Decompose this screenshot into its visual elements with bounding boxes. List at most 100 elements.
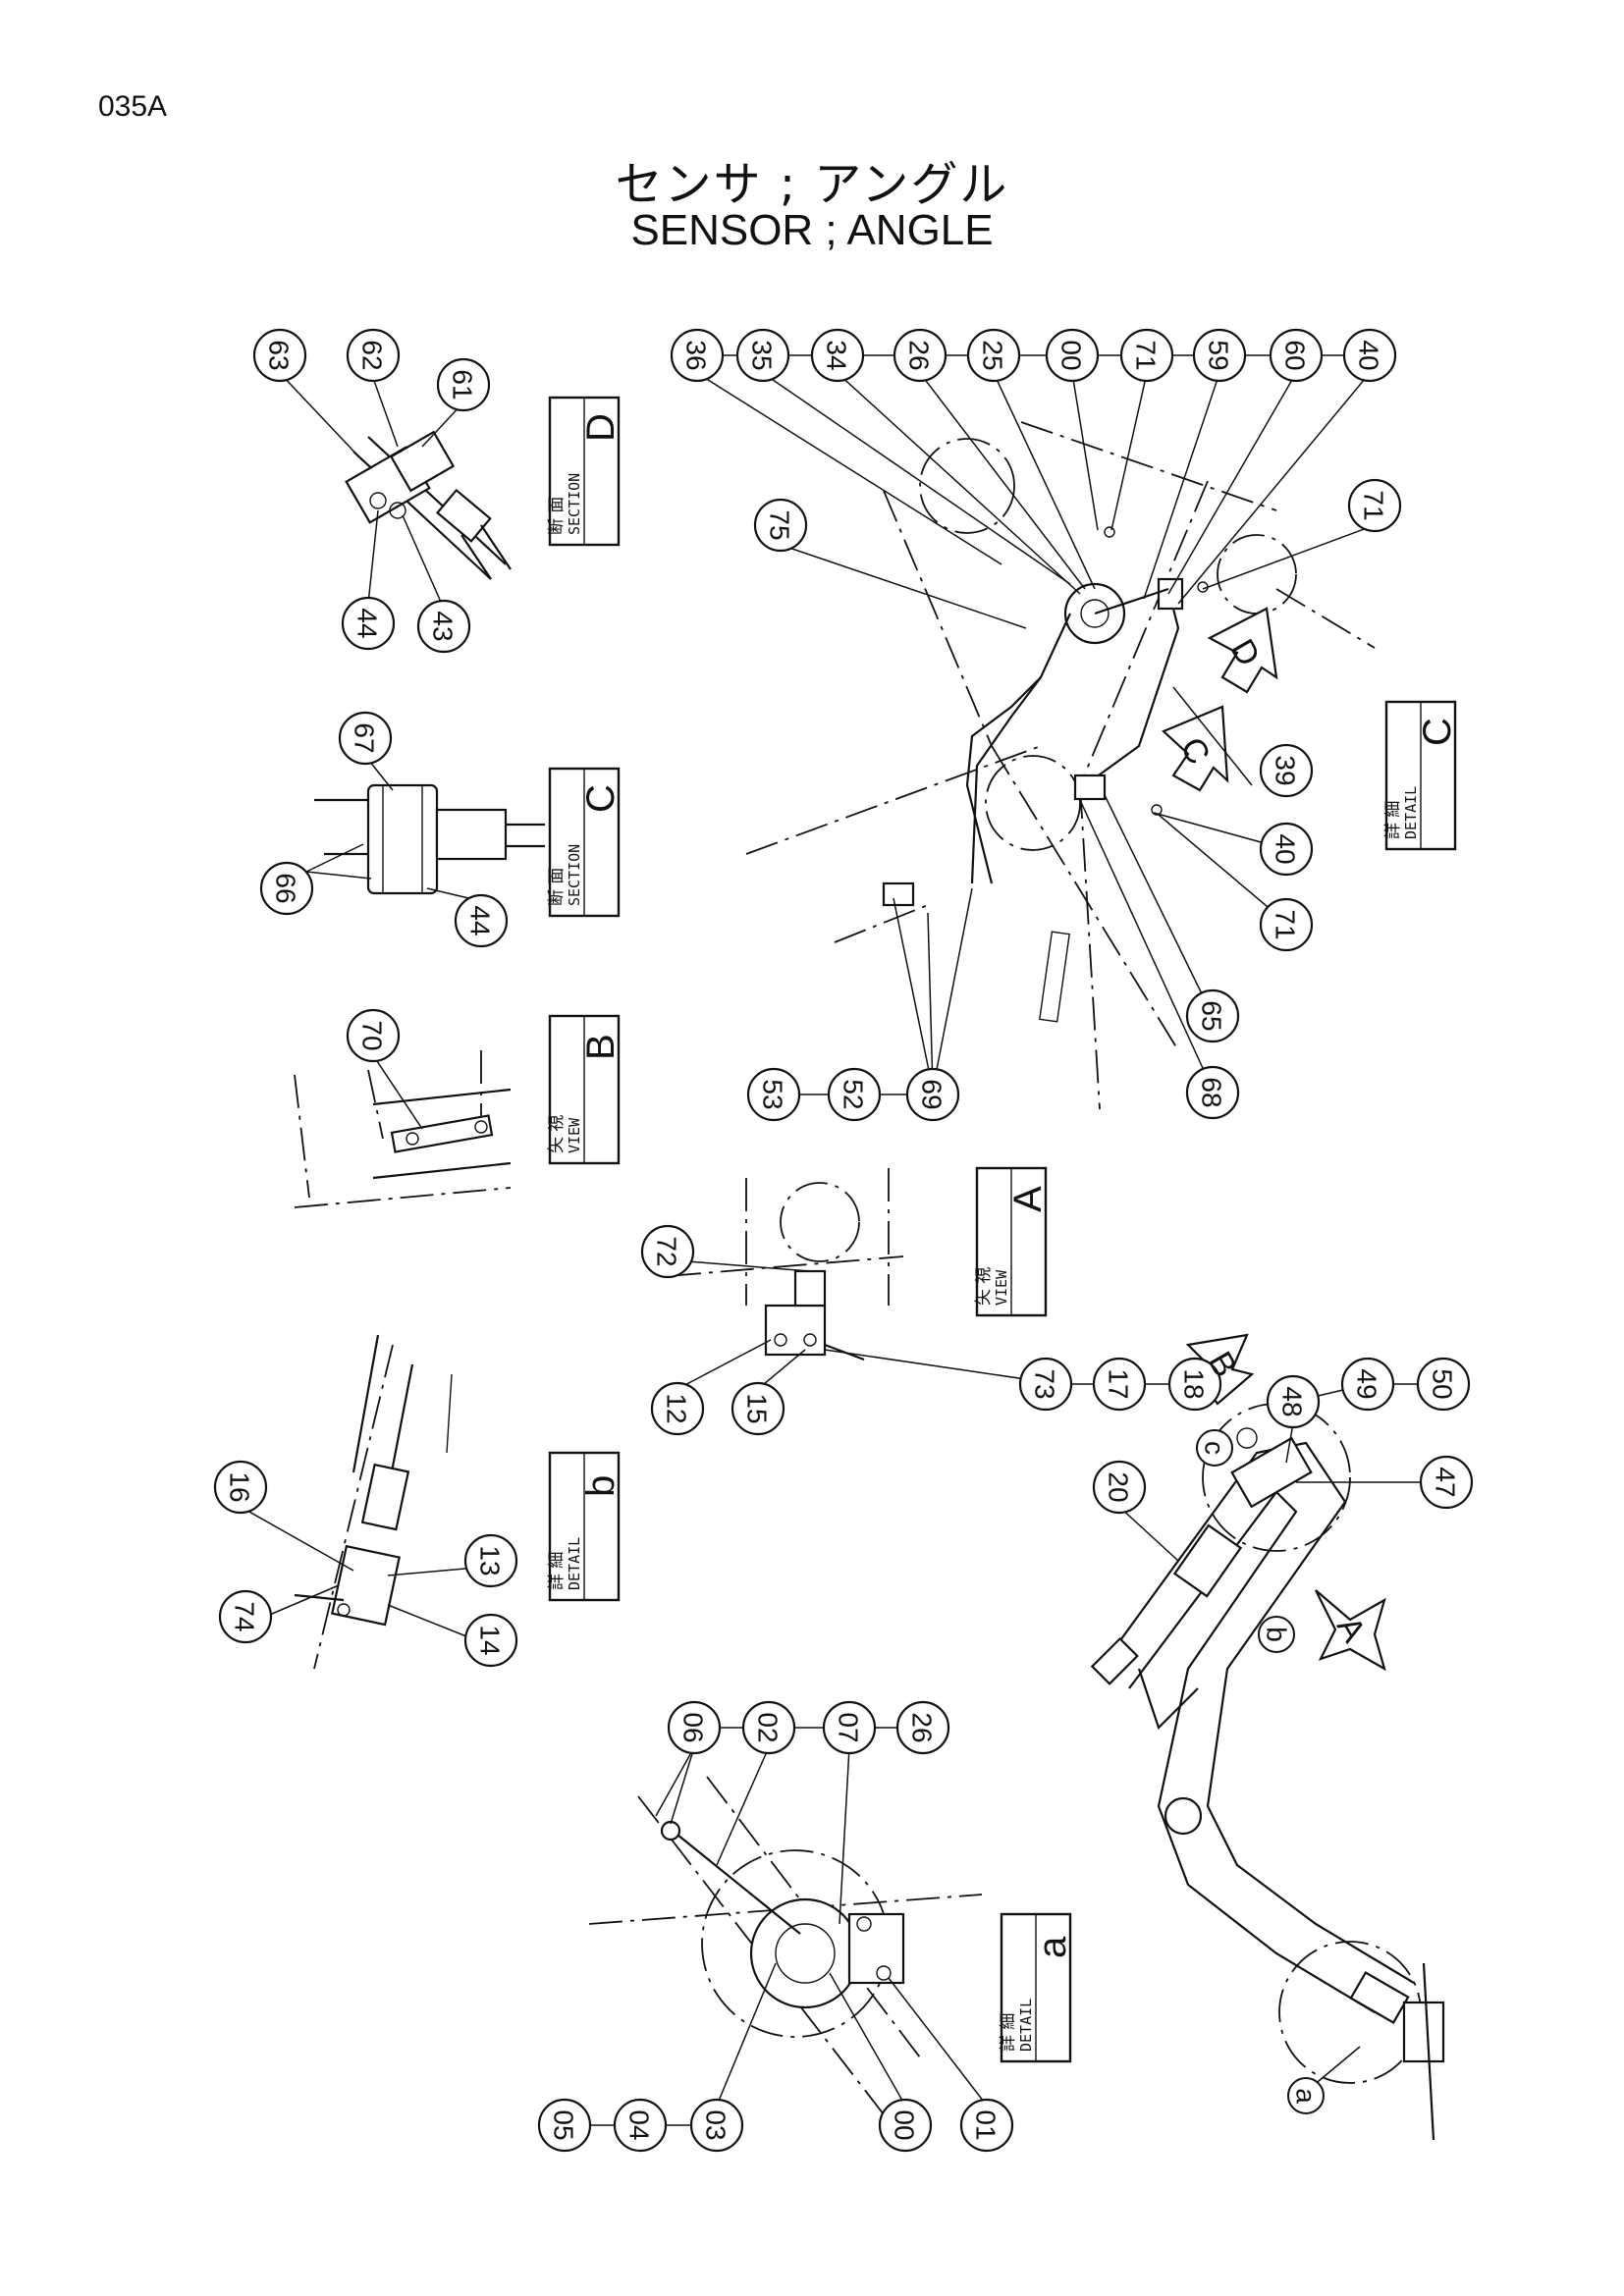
detail-marker-letter: b: [1262, 1627, 1292, 1642]
part-number: 44: [352, 608, 383, 638]
part-balloon: 07: [822, 1700, 877, 1755]
part-number: 48: [1277, 1386, 1308, 1416]
part-number: 34: [822, 340, 852, 370]
detail-c-leaders: [696, 372, 1376, 1091]
part-balloon: 44: [454, 893, 509, 948]
view-tag-japanese: 詳 細: [547, 1552, 567, 1590]
balloon-circle: [741, 1700, 796, 1755]
view-tag-japanese: 断 面: [547, 497, 567, 535]
detail-marker-letter: c: [1200, 1441, 1230, 1455]
part-number: 75: [765, 509, 795, 540]
part-balloon: 12: [650, 1381, 705, 1436]
balloon-circle: [959, 2098, 1014, 2153]
part-number: 05: [549, 2109, 579, 2140]
part-balloon: 18: [1167, 1357, 1222, 1412]
balloon-circle: [436, 357, 491, 412]
part-number: 62: [357, 340, 388, 370]
part-number: 50: [1428, 1368, 1458, 1399]
balloon-circle: [746, 1067, 801, 1122]
part-balloon: 48: [1266, 1374, 1321, 1429]
section-d-drawing: [345, 430, 512, 580]
part-number: 01: [971, 2109, 1001, 2140]
balloon-circle: [893, 328, 947, 383]
part-balloon: 39: [1259, 743, 1314, 798]
part-balloon: 25: [966, 328, 1021, 383]
balloon-circle: [346, 328, 401, 383]
part-balloon: 72: [640, 1224, 695, 1279]
part-number: 00: [890, 2109, 920, 2140]
balloon-circle: [670, 328, 725, 383]
view-tag-letter: B: [579, 1034, 623, 1060]
part-number: 53: [758, 1079, 788, 1109]
detail-marker-letter: a: [1291, 2088, 1322, 2104]
balloon-circle: [1259, 743, 1314, 798]
part-balloon: 16: [213, 1460, 268, 1515]
part-balloon: 02: [741, 1700, 796, 1755]
part-number: 67: [350, 722, 380, 753]
part-balloon: 71: [1119, 328, 1174, 383]
part-balloon: 00: [1045, 328, 1100, 383]
balloon-circle: [827, 1067, 882, 1122]
detail-b-drawing: [294, 1334, 453, 1670]
part-balloon: 63: [252, 328, 307, 383]
view-a-drawing: [667, 1168, 904, 1362]
view-tag-english: VIEW: [566, 1117, 583, 1153]
part-number: 59: [1204, 340, 1234, 370]
part-balloon: 71: [1347, 478, 1402, 533]
part-number: 16: [225, 1471, 255, 1502]
view-tag-letter: b: [579, 1475, 623, 1497]
part-balloon: 66: [259, 861, 314, 916]
part-balloon: 71: [1259, 897, 1314, 952]
balloon-circle: [463, 1533, 518, 1588]
view-tag-english: DETAIL: [1017, 1999, 1035, 2052]
part-balloon: 62: [346, 328, 401, 383]
balloon-circle: [218, 1589, 273, 1644]
part-balloon: 53: [746, 1067, 801, 1122]
part-number: 74: [230, 1601, 260, 1631]
part-number: 14: [475, 1625, 506, 1655]
part-balloon: 26: [895, 1700, 950, 1755]
part-number: 06: [678, 1712, 709, 1742]
part-number: 36: [681, 340, 712, 370]
part-number: 40: [1271, 833, 1301, 864]
part-balloon: 17: [1092, 1357, 1147, 1412]
page-code: 035A: [98, 90, 168, 123]
part-number: 26: [904, 340, 935, 370]
part-number: 12: [662, 1393, 692, 1423]
balloon-circle: [1092, 1460, 1147, 1515]
balloon-circle: [735, 328, 790, 383]
section-c-drawing: [314, 783, 545, 895]
view-tag-japanese: 矢 視: [547, 1115, 567, 1153]
part-number: 47: [1431, 1467, 1461, 1497]
balloon-circle: [1419, 1455, 1474, 1510]
part-number: 71: [1359, 490, 1389, 520]
part-number: 26: [907, 1712, 938, 1742]
view-tag-english: SECTION: [566, 473, 583, 535]
balloon-circle: [1119, 328, 1174, 383]
part-balloon: 65: [1185, 988, 1240, 1043]
part-balloon: 75: [753, 498, 808, 553]
balloon-circle: [1340, 1357, 1395, 1412]
part-number: 52: [839, 1079, 869, 1109]
part-number: 72: [652, 1236, 682, 1266]
title-english: SENSOR ; ANGLE: [630, 206, 994, 254]
part-balloon: 03: [689, 2098, 744, 2153]
detail-marker-circle: [1287, 2077, 1325, 2114]
part-number: 02: [753, 1712, 784, 1742]
title-japanese: センサ ; アングル: [615, 157, 1009, 212]
balloon-circle: [1347, 478, 1402, 533]
balloon-circle: [1185, 988, 1240, 1043]
part-number: 20: [1104, 1471, 1134, 1502]
part-number: 65: [1197, 1000, 1227, 1031]
view-tag-letter: D: [579, 413, 623, 442]
detail-b-leaders: [240, 1506, 477, 1641]
balloon-circle: [454, 893, 509, 948]
view-tag-japanese: 詳 細: [1383, 801, 1403, 839]
part-balloon: 43: [416, 599, 471, 654]
